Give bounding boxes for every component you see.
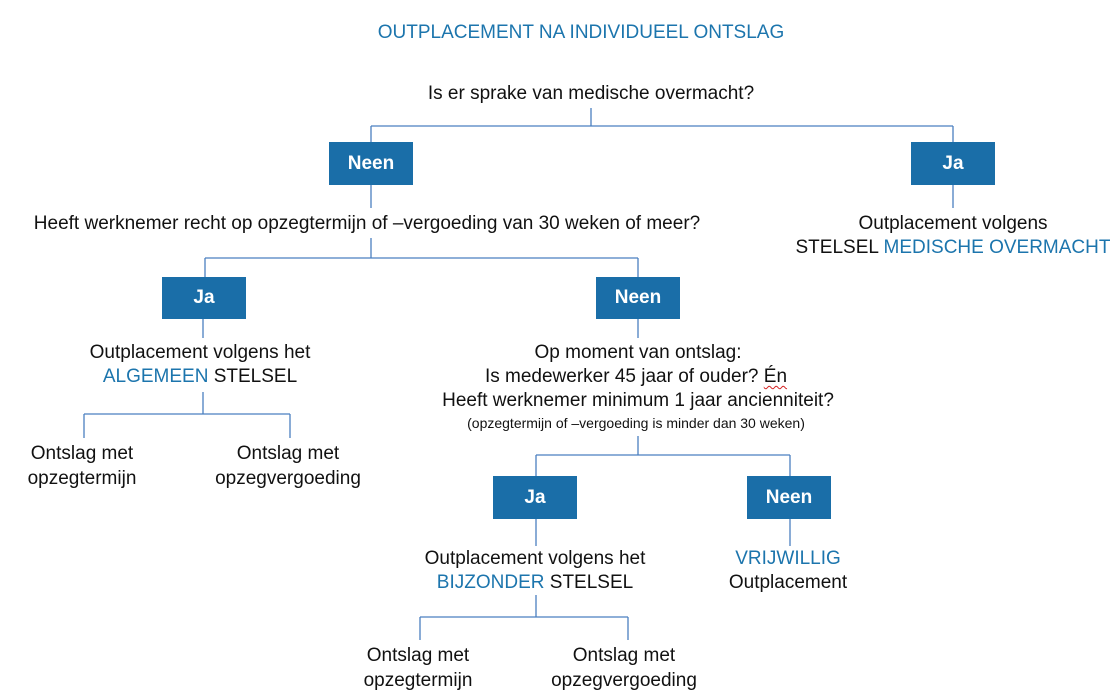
result-medische-highlight: MEDISCHE OVERMACHT (883, 237, 1110, 258)
result-bijzonder-suffix: STELSEL (549, 572, 634, 593)
leaf-algemeen-right-line2: opzegvergoeding (215, 468, 361, 489)
result-algemeen-line2: ALGEMEEN STELSEL (103, 364, 297, 389)
diagram-title: OUTPLACEMENT NA INDIVIDUEEL ONTSLAG (377, 22, 785, 43)
answer-box-q1-neen: Neen (329, 142, 413, 185)
result-vrijwillig-highlight: VRIJWILLIG (735, 548, 841, 569)
question-ancienniteit: Heeft werknemer minimum 1 jaar anciennit… (442, 390, 834, 411)
leaf-bijzonder-opzegvergoeding: Ontslag met opzegvergoeding (551, 643, 697, 693)
question-ancienniteit-note: (opzegtermijn of –vergoeding is minder d… (467, 415, 805, 431)
question-leeftijd-45: Is medewerker 45 jaar of ouder? Én (485, 364, 787, 389)
question-leeftijd-en: Én (763, 366, 788, 387)
result-bijzonder-highlight: BIJZONDER (436, 572, 545, 593)
leaf-algemeen-left-line1: Ontslag met (30, 443, 134, 464)
answer-box-q3-neen: Neen (747, 476, 831, 519)
result-bijzonder-line2: BIJZONDER STELSEL (437, 570, 633, 595)
result-medische-prefix: STELSEL (795, 237, 879, 258)
leaf-bijzonder-left-line2: opzegtermijn (363, 670, 473, 691)
leaf-algemeen-left-line2: opzegtermijn (27, 468, 137, 489)
leaf-bijzonder-opzegtermijn: Ontslag met opzegtermijn (364, 643, 473, 693)
answer-box-q2-ja: Ja (162, 277, 246, 319)
result-vrijwillig-line2: Outplacement (728, 572, 848, 593)
result-medische-line2: STELSEL MEDISCHE OVERMACHT (796, 235, 1110, 260)
answer-box-q3-ja: Ja (493, 476, 577, 519)
question-leeftijd-text: Is medewerker 45 jaar of ouder? (484, 366, 759, 387)
question-medische-overmacht: Is er sprake van medische overmacht? (427, 83, 755, 104)
leaf-bijzonder-right-line1: Ontslag met (572, 645, 676, 666)
question-moment-ontslag: Op moment van ontslag: (534, 342, 742, 363)
answer-box-q1-ja: Ja (911, 142, 995, 185)
leaf-algemeen-right-line1: Ontslag met (236, 443, 340, 464)
result-medische-line1: Outplacement volgens (858, 213, 1048, 234)
result-bijzonder-line1: Outplacement volgens het (424, 548, 646, 569)
leaf-algemeen-opzegvergoeding: Ontslag met opzegvergoeding (215, 441, 361, 491)
leaf-bijzonder-left-line1: Ontslag met (366, 645, 470, 666)
answer-box-q2-neen: Neen (596, 277, 680, 319)
result-algemeen-line1: Outplacement volgens het (89, 342, 311, 363)
leaf-algemeen-opzegtermijn: Ontslag met opzegtermijn (28, 441, 137, 491)
result-algemeen-suffix: STELSEL (213, 366, 298, 387)
leaf-bijzonder-right-line2: opzegvergoeding (551, 670, 697, 691)
result-algemeen-highlight: ALGEMEEN (102, 366, 209, 387)
question-opzegtermijn-30-weken: Heeft werknemer recht op opzegtermijn of… (33, 213, 701, 234)
